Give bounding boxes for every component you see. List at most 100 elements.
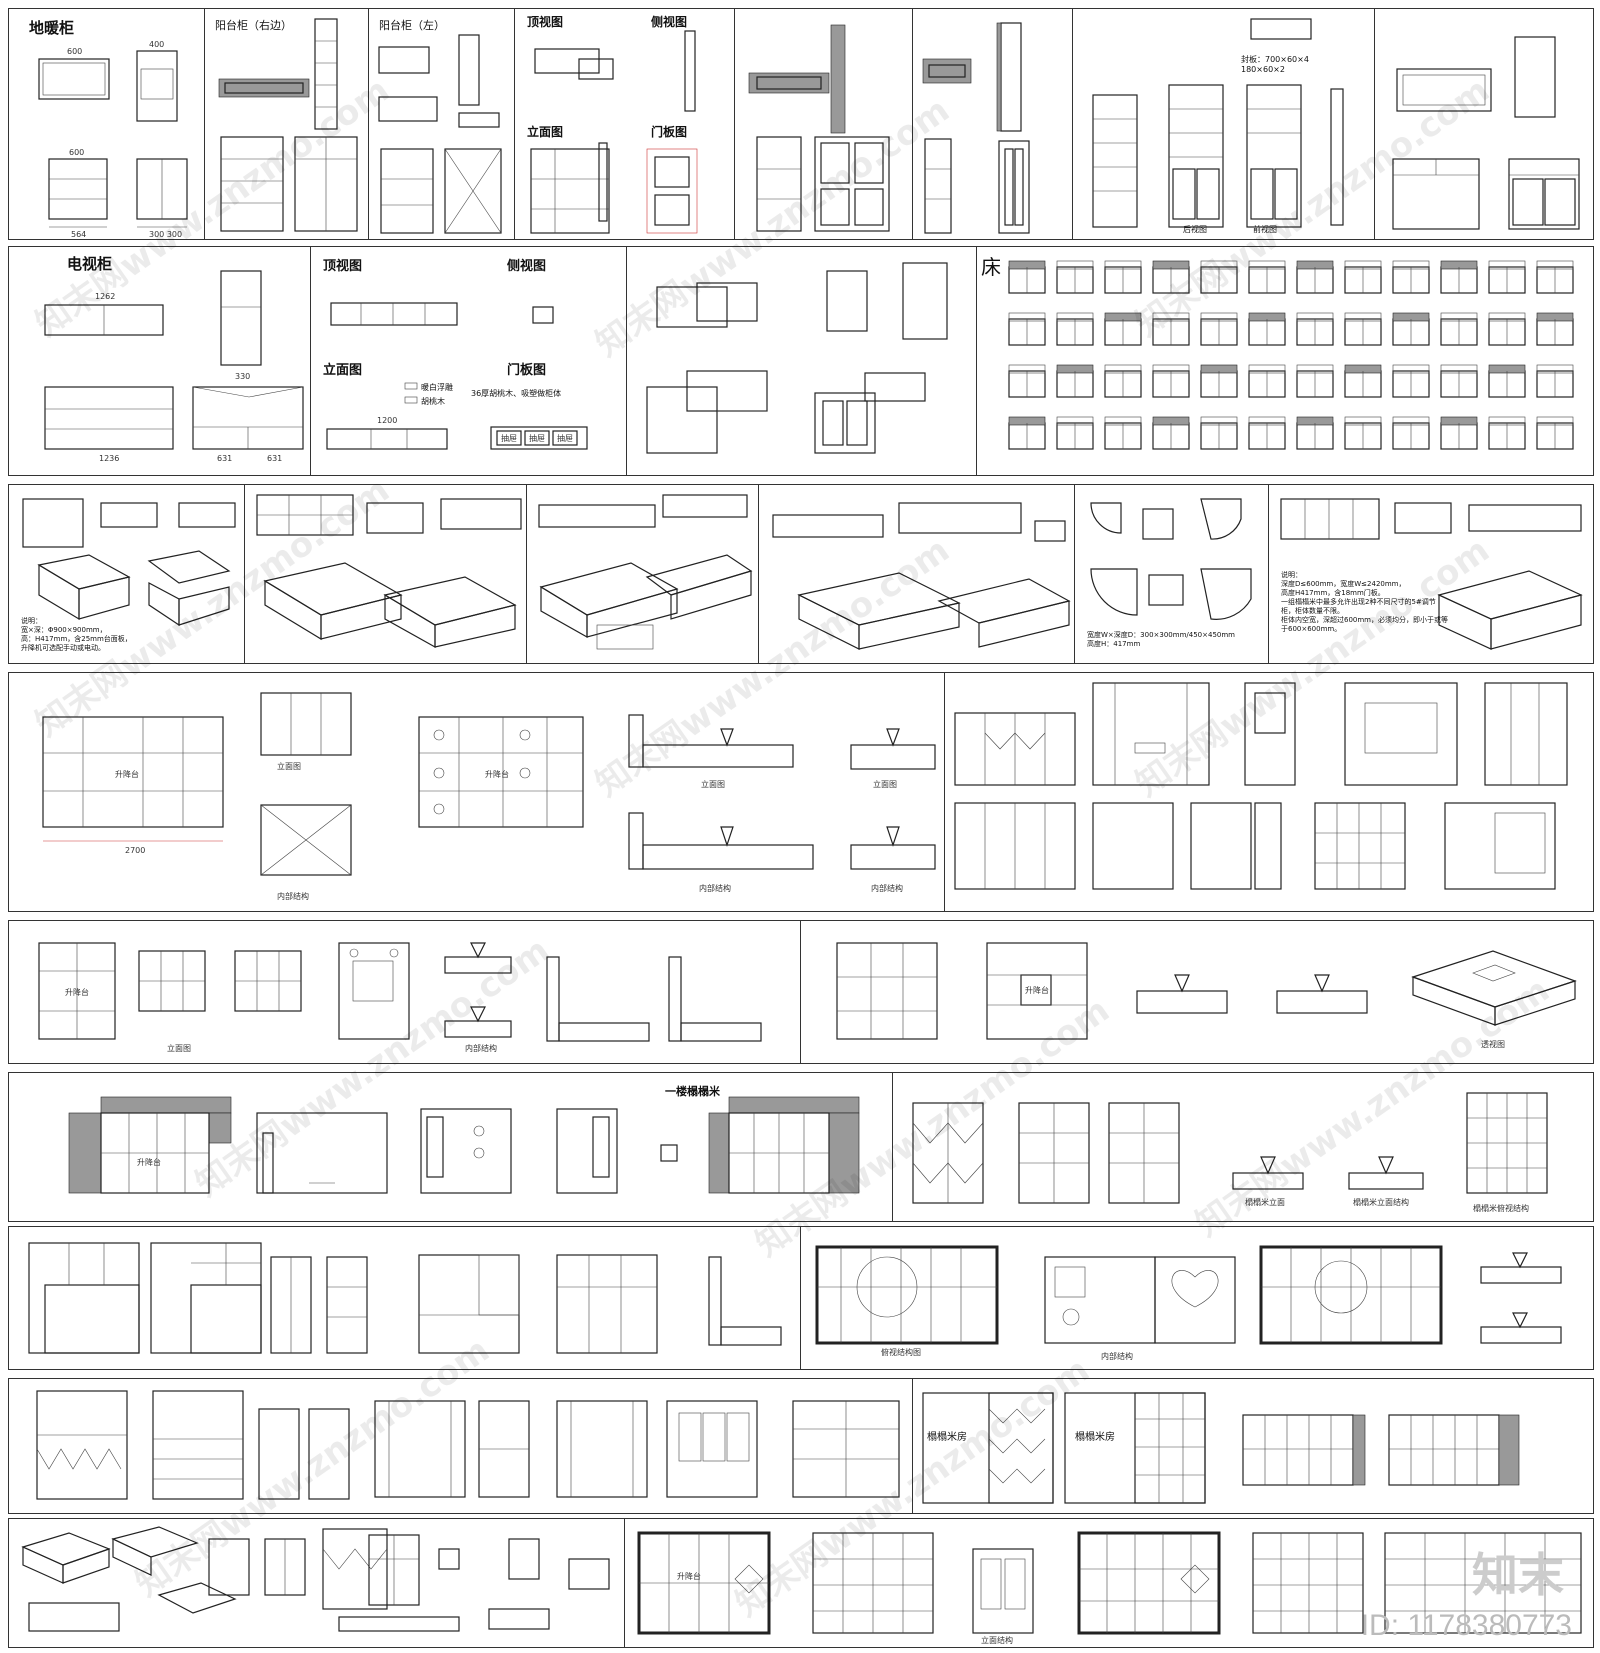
bed-thumbnail bbox=[1008, 364, 1046, 398]
sheet-tatami-4 bbox=[526, 484, 760, 664]
lift-label-9: 升降台 bbox=[677, 1571, 701, 1581]
sheet-tatami-spec: 说明： 深度D≤600mm，宽度W≤2420mm， 高度H417mm，含18mm… bbox=[1268, 484, 1594, 664]
drawing-cabinet-7 bbox=[1392, 36, 1580, 230]
lift-label-5a: 升降台 bbox=[65, 987, 89, 997]
dim-330: 330 bbox=[235, 372, 250, 381]
bed-thumbnail bbox=[1056, 260, 1094, 294]
material-note: 36厚胡桃木、吸塑做柜体 bbox=[471, 389, 562, 398]
note-spec: 说明： 深度D≤600mm，宽度W≤2420mm， 高度H417mm，含18mm… bbox=[1281, 571, 1448, 633]
sheet-balcony-left: 阳台柜（左） bbox=[368, 8, 516, 240]
sheet-floor-heating: 地暖柜 600 400 600 564 300 300 bbox=[8, 8, 206, 240]
sheet-tatami-lift: 说明： 宽×深：Φ900×900mm， 高：H417mm，含25mm台面板， 升… bbox=[8, 484, 246, 664]
label-tatami-elev: 榻榻米立面 bbox=[1245, 1197, 1285, 1207]
sheet-row8a bbox=[8, 1378, 914, 1514]
dim-600-b: 600 bbox=[69, 148, 84, 157]
legend-warm-white: 暖白浮雕 bbox=[421, 383, 453, 392]
bed-thumbnail bbox=[1440, 312, 1478, 346]
label-tatami-room-2: 榻榻米房 bbox=[1075, 1432, 1115, 1443]
drawing-row9a bbox=[21, 1526, 610, 1632]
sheet-tatami-corner: 宽度W×深度D：300×300mm/450×450mm 高度H：417mm bbox=[1074, 484, 1270, 664]
title-tatami-floor1: 一楼榻榻米 bbox=[665, 1085, 720, 1098]
label-internal-7b: 内部结构 bbox=[1101, 1351, 1133, 1361]
title-tv-top: 顶视图 bbox=[323, 259, 363, 274]
sheet-row7b: 俯视结构图 内部结构 bbox=[800, 1226, 1594, 1370]
dim-600: 600 bbox=[67, 47, 82, 56]
title-top-view: 顶视图 bbox=[527, 15, 564, 29]
sheet-tatami-elev: 榻榻米立面 榻榻米立面结构 榻榻米俯视结构 bbox=[892, 1072, 1594, 1222]
label-elev-1: 立面图 bbox=[277, 761, 301, 771]
note-corner: 宽度W×深度D：300×300mm/450×450mm 高度H：417mm bbox=[1087, 631, 1235, 648]
watermark-id: ID: 1178380773 bbox=[1360, 1609, 1572, 1642]
drawing-balcony-left bbox=[378, 34, 502, 234]
watermark-logo: 知末 bbox=[1472, 1548, 1564, 1602]
bed-thumbnail bbox=[1008, 416, 1046, 450]
bed-thumbnail bbox=[1152, 416, 1190, 450]
bed-thumbnail bbox=[1296, 260, 1334, 294]
material-text: 封板：700×60×4 180×60×2 bbox=[1241, 55, 1309, 74]
bed-thumbnail bbox=[1488, 312, 1526, 346]
label-elev-2: 立面图 bbox=[701, 779, 725, 789]
drawing-cabinet-views bbox=[530, 30, 698, 234]
label-elev-3: 立面图 bbox=[873, 779, 897, 789]
drawing-cabinet-box bbox=[646, 262, 948, 454]
bed-thumbnail bbox=[1104, 312, 1142, 346]
sheet-tatami-floor1: 一楼榻榻米 升降台 bbox=[8, 1072, 894, 1222]
label-internal-5a: 内部结构 bbox=[465, 1043, 497, 1053]
drawer-label-3: 抽屉 bbox=[557, 433, 573, 443]
bed-thumbnail bbox=[1296, 312, 1334, 346]
sheet-beds: 床 bbox=[976, 246, 1594, 476]
drawing-row8a bbox=[36, 1390, 900, 1500]
drawing-cabinet-6 bbox=[1092, 18, 1344, 228]
drawing-tv-cabinet: 1262 330 1236 631 631 bbox=[44, 270, 304, 463]
drawing-cabinet-5 bbox=[922, 22, 1030, 234]
bed-thumbnail bbox=[1536, 416, 1574, 450]
sheet-row9b: 升降台 立面结构 bbox=[624, 1518, 1594, 1648]
sheet-lift-plan: 升降台 2700 立面图 内部结构 升降台 立面图 内部结构 立面图 内部结构 bbox=[8, 672, 946, 912]
title-balcony-left: 阳台柜（左） bbox=[379, 19, 445, 32]
bed-thumbnail bbox=[1248, 260, 1286, 294]
bed-thumbnail bbox=[1536, 260, 1574, 294]
dim-631-b: 631 bbox=[267, 454, 282, 463]
bed-thumbnail bbox=[1056, 416, 1094, 450]
title-tv-side: 侧视图 bbox=[507, 259, 547, 274]
title-tv-door: 门板图 bbox=[507, 363, 547, 378]
label-plan-7b: 俯视结构图 bbox=[881, 1347, 921, 1357]
sheet-cabinet-5 bbox=[912, 8, 1074, 240]
drawing-floor-heating: 600 400 600 564 300 300 bbox=[38, 40, 188, 239]
dim-1200: 1200 bbox=[377, 416, 397, 425]
sheet-cabinet-views: 顶视图 侧视图 立面图 门板图 bbox=[514, 8, 736, 240]
bed-thumbnail bbox=[1008, 260, 1046, 294]
bed-thumbnail bbox=[1344, 364, 1382, 398]
dim-1236: 1236 bbox=[99, 454, 119, 463]
bed-thumbnail bbox=[1440, 364, 1478, 398]
sheet-cabinet-elevations bbox=[944, 672, 1594, 912]
bed-thumbnail bbox=[1104, 416, 1142, 450]
dim-2700: 2700 bbox=[125, 846, 145, 855]
bed-thumbnail bbox=[1488, 364, 1526, 398]
bed-thumbnail bbox=[1344, 260, 1382, 294]
bed-thumbnail bbox=[1248, 364, 1286, 398]
sheet-cabinet-6: 封板：700×60×4 180×60×2 后视图 前视图 bbox=[1072, 8, 1376, 240]
bed-thumbnail bbox=[1536, 312, 1574, 346]
sheet-tv-views: 顶视图 侧视图 立面图 门板图 暖白浮雕 胡桃木 36厚胡桃木、吸塑做柜体 抽屉… bbox=[310, 246, 628, 476]
sheet-tatami-row5b: 升降台 透视图 bbox=[800, 920, 1594, 1064]
sheet-row7a bbox=[8, 1226, 802, 1370]
bed-thumbnail bbox=[1200, 312, 1238, 346]
label-elev-9: 立面结构 bbox=[981, 1635, 1013, 1645]
bed-thumbnail bbox=[1200, 364, 1238, 398]
bed-thumbnail bbox=[1344, 312, 1382, 346]
drawing-tv-views: 抽屉 抽屉 抽屉 1200 bbox=[326, 302, 588, 450]
bed-thumbnail bbox=[1248, 416, 1286, 450]
bed-thumbnail bbox=[1200, 416, 1238, 450]
bed-thumbnail bbox=[1200, 260, 1238, 294]
bed-thumbnail bbox=[1152, 312, 1190, 346]
title-floor-heating: 地暖柜 bbox=[29, 19, 75, 37]
bed-thumbnail bbox=[1488, 260, 1526, 294]
dim-631: 631 bbox=[217, 454, 232, 463]
bed-thumbnail bbox=[1296, 416, 1334, 450]
drawing-tatami-3 bbox=[256, 494, 522, 649]
drawing-tatami-row5b: 升降台 透视图 bbox=[836, 942, 1577, 1049]
bed-thumbnail bbox=[1248, 312, 1286, 346]
bed-thumbnail bbox=[1440, 260, 1478, 294]
label-iso: 透视图 bbox=[1481, 1039, 1505, 1049]
